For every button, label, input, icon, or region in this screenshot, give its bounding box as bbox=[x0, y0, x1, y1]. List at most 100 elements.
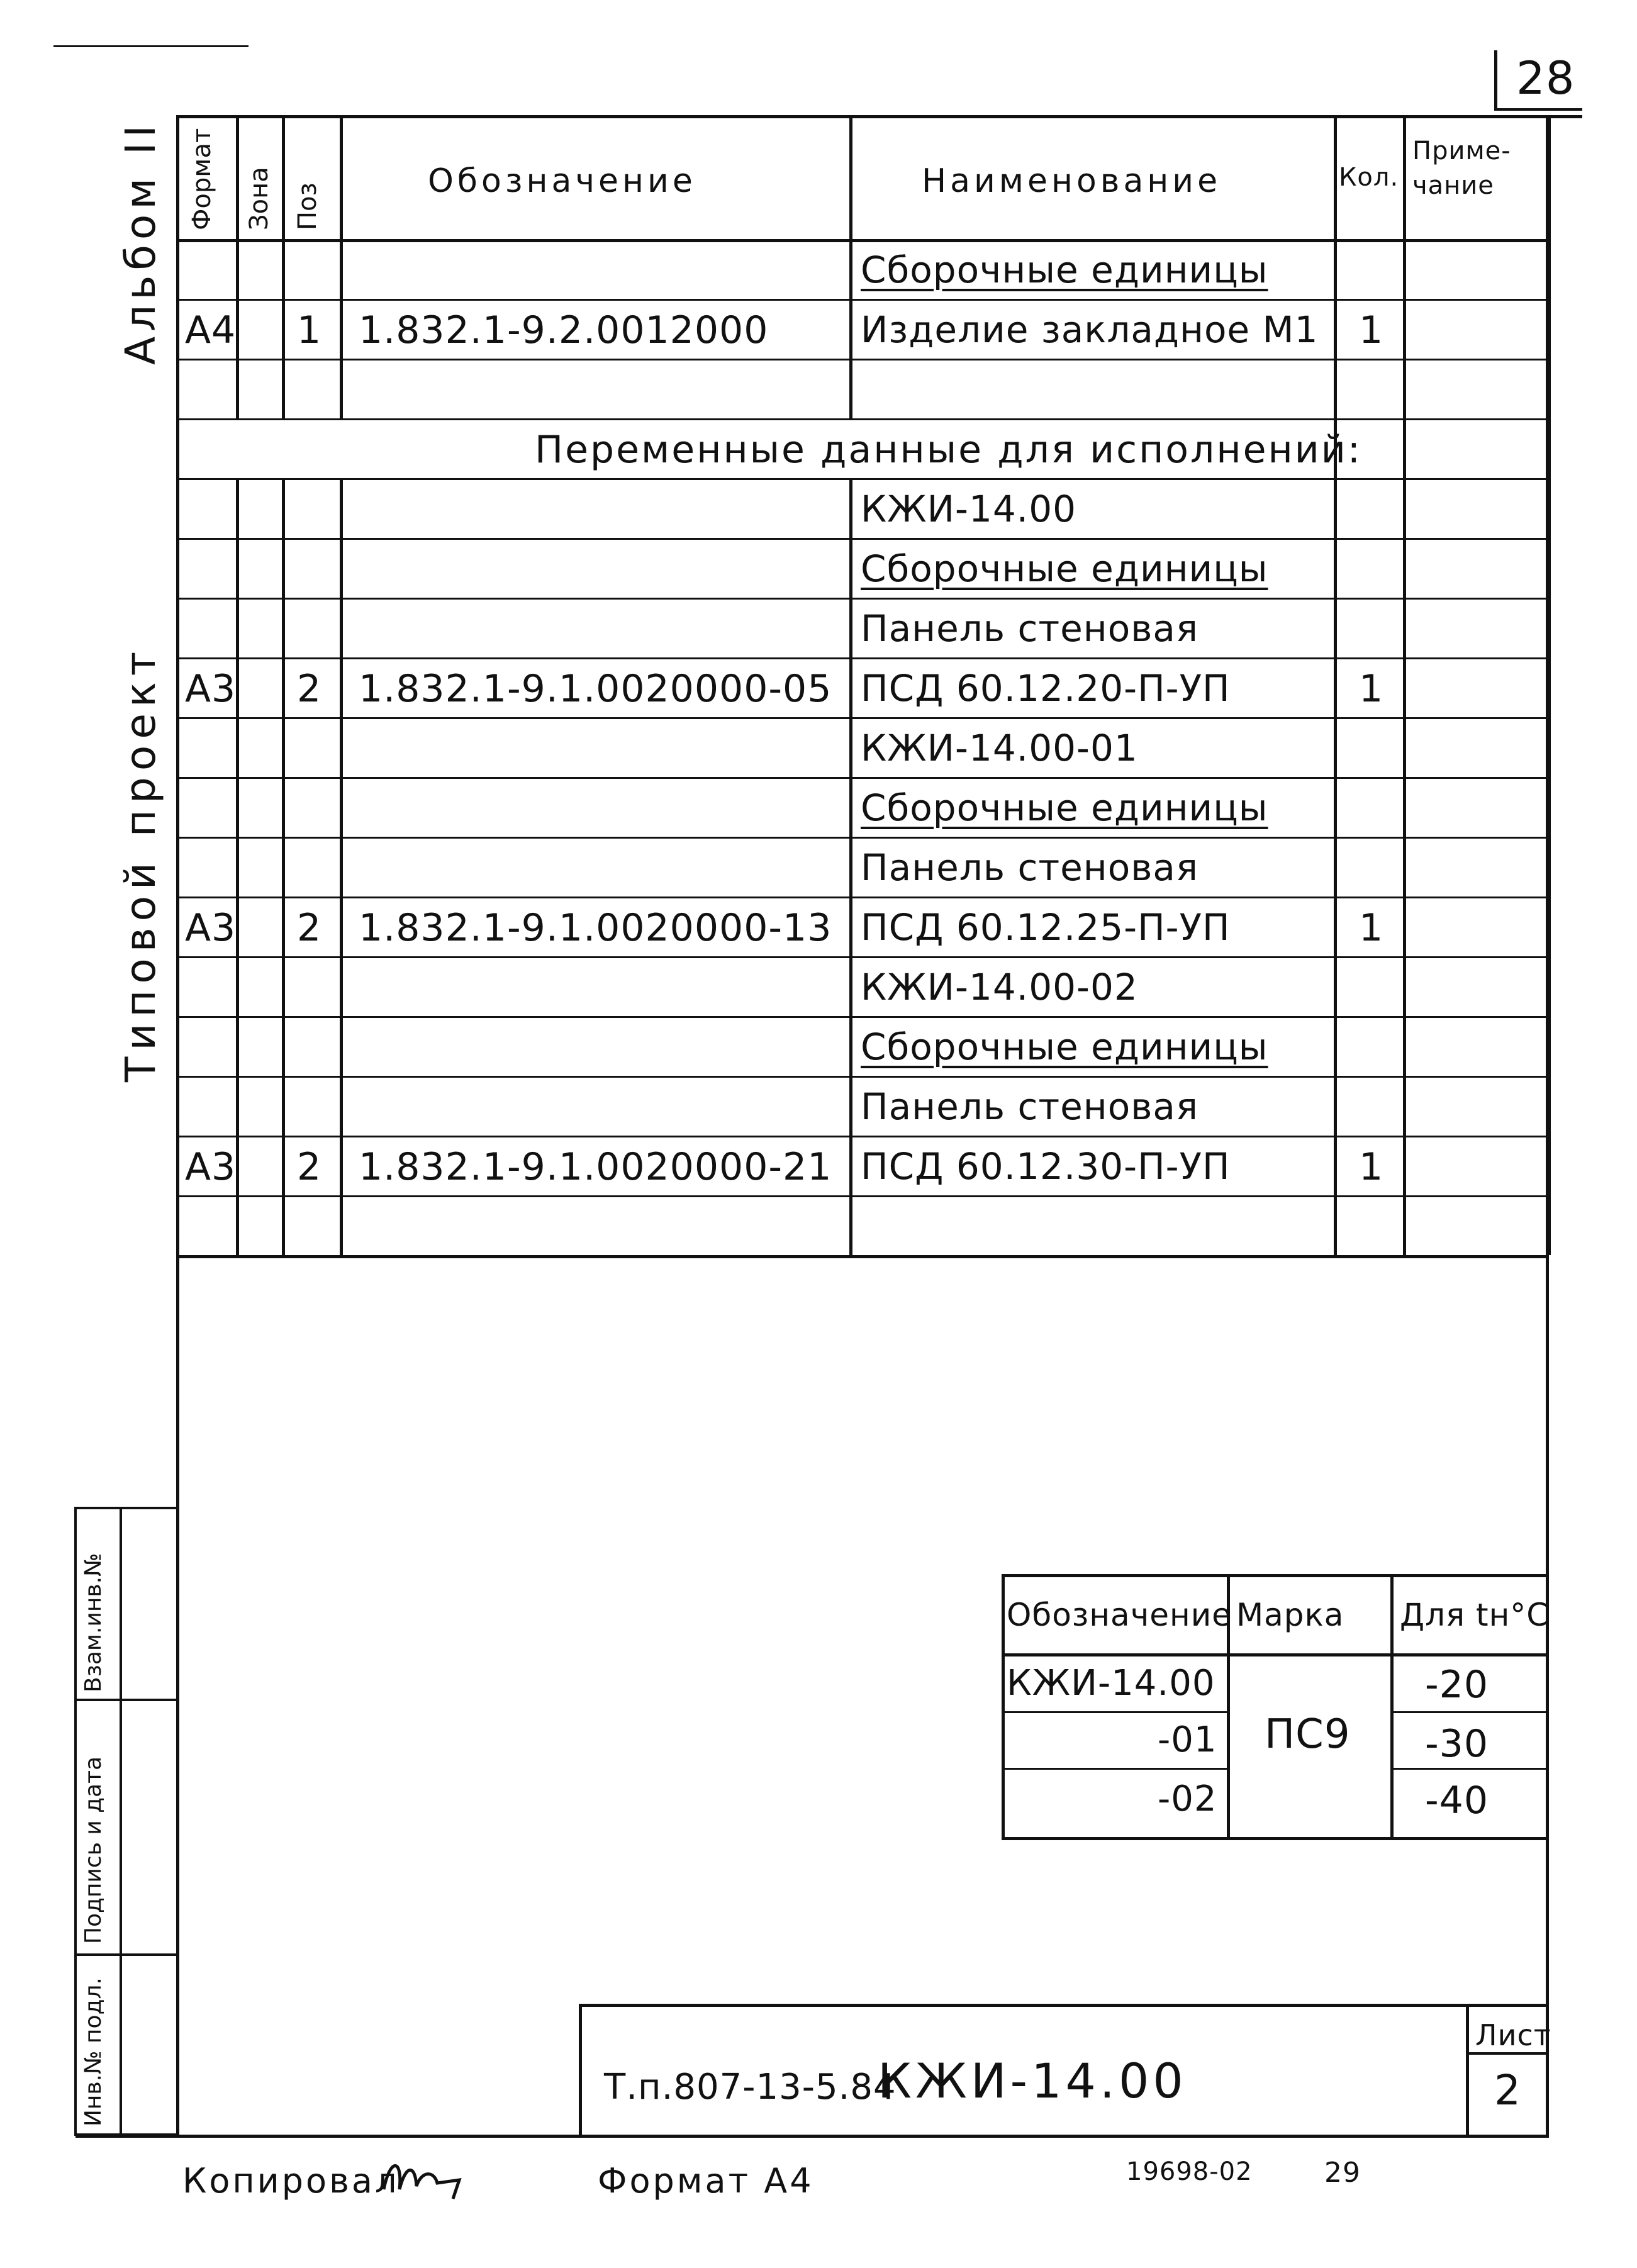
title-block-sheet-divider bbox=[1466, 2004, 1469, 2136]
variants-grid-line bbox=[1002, 1711, 1227, 1713]
row-line bbox=[176, 1016, 1548, 1018]
row-line bbox=[176, 1136, 1548, 1137]
cell-name: Сборочные единицы bbox=[861, 1025, 1268, 1068]
footer-page: 29 bbox=[1324, 2157, 1361, 2189]
title-block-sheet-row bbox=[1466, 2052, 1548, 2055]
copier-signature-icon bbox=[382, 2164, 462, 2199]
cell-pos: 2 bbox=[297, 667, 322, 711]
col-line bbox=[236, 478, 239, 1255]
col-line bbox=[1403, 116, 1406, 1255]
row-line bbox=[176, 299, 1548, 301]
row-line bbox=[176, 1076, 1548, 1078]
cell-qty: 1 bbox=[1359, 1145, 1384, 1189]
col-line bbox=[176, 116, 179, 1255]
variants-grid-line bbox=[1002, 1574, 1548, 1577]
variants-grid-line bbox=[1390, 1574, 1394, 1837]
variants-grid-line bbox=[1002, 1574, 1005, 1837]
row-line bbox=[176, 1255, 1548, 1258]
row-line bbox=[176, 478, 1548, 480]
cell-name: Изделие закладное М1 bbox=[861, 308, 1319, 351]
col-line bbox=[1334, 116, 1337, 1255]
col-header-pos: Поз bbox=[293, 182, 322, 230]
cell-name: КЖИ-14.00 bbox=[861, 488, 1077, 530]
cell-name: Сборочные единицы bbox=[861, 547, 1268, 590]
cell-designation: 1.832.1-9.2.0012000 bbox=[359, 308, 769, 352]
variants-grid-line bbox=[1002, 1837, 1548, 1840]
footer-order: 19698-02 bbox=[1126, 2157, 1253, 2186]
cell-pos: 2 bbox=[297, 906, 322, 950]
title-block-code: Т.п.807-13-5.84 bbox=[604, 2067, 897, 2108]
frame-right bbox=[1546, 116, 1549, 2136]
title-block-sheet-label: Лист bbox=[1475, 2018, 1551, 2052]
variants-grid-line bbox=[1390, 1711, 1548, 1713]
left-stamp-divider bbox=[120, 1507, 122, 2136]
cell-name: КЖИ-14.00-02 bbox=[861, 966, 1138, 1008]
col-header-note-1: Приме- bbox=[1412, 137, 1511, 165]
footer-format: Формат А4 bbox=[598, 2161, 814, 2201]
sheet-number-underline bbox=[1494, 108, 1582, 111]
cell-format: А4 bbox=[185, 308, 237, 352]
stamp-replaced-inv: Взам.инв.№ bbox=[81, 1553, 106, 1692]
title-block-top bbox=[579, 2004, 1549, 2007]
cell-name: ПСД 60.12.30-П-УП bbox=[861, 1145, 1231, 1188]
cell-name: Панель стеновая bbox=[861, 846, 1198, 889]
cell-pos: 1 bbox=[297, 308, 322, 352]
title-block-sheet-value: 2 bbox=[1494, 2066, 1521, 2114]
top-rule bbox=[53, 45, 249, 47]
left-stamp-row-1 bbox=[74, 1699, 179, 1701]
sheet-number-divider bbox=[1494, 50, 1497, 110]
variants-header-mark: Марка bbox=[1236, 1597, 1344, 1633]
side-label-project: Типовой проект bbox=[116, 645, 165, 1082]
cell-format: А3 bbox=[185, 667, 237, 711]
variable-data-heading: Переменные данные для исполнений: bbox=[535, 428, 1362, 472]
col-line bbox=[849, 478, 852, 1255]
col-line bbox=[340, 478, 343, 1255]
cell-name: ПСД 60.12.25-П-УП bbox=[861, 906, 1231, 949]
row-line bbox=[176, 657, 1548, 659]
cell-name: Панель стеновая bbox=[861, 607, 1198, 650]
row-line bbox=[176, 837, 1548, 839]
cell-name: КЖИ-14.00-01 bbox=[861, 727, 1138, 769]
row-line bbox=[176, 1195, 1548, 1197]
col-line bbox=[282, 478, 285, 1255]
col-line bbox=[236, 116, 239, 418]
cell-name: ПСД 60.12.20-П-УП bbox=[861, 667, 1231, 710]
variants-designation: КЖИ-14.00 bbox=[1007, 1663, 1215, 1704]
variants-header-temp: Для tн°С bbox=[1400, 1597, 1550, 1633]
col-header-format: Формат bbox=[187, 128, 216, 230]
variants-temp: -30 bbox=[1425, 1722, 1489, 1766]
left-stamp-row-2 bbox=[74, 1953, 179, 1956]
cell-pos: 2 bbox=[297, 1145, 322, 1189]
variants-designation: -02 bbox=[1158, 1779, 1217, 1819]
variants-grid-line bbox=[1002, 1768, 1227, 1770]
variants-temp: -20 bbox=[1425, 1663, 1489, 1707]
sheet-number-top: 28 bbox=[1516, 52, 1575, 104]
col-header-zone: Зона bbox=[245, 167, 274, 230]
title-block-doc: КЖИ-14.00 bbox=[878, 2053, 1187, 2109]
frame-bottom bbox=[75, 2135, 1549, 2138]
variants-designation: -01 bbox=[1158, 1719, 1217, 1760]
frame-top bbox=[176, 115, 1582, 118]
variants-mark: ПС9 bbox=[1265, 1711, 1351, 1758]
row-line bbox=[176, 897, 1548, 898]
col-line bbox=[340, 116, 343, 418]
left-stamp bbox=[74, 1507, 179, 2136]
row-line bbox=[176, 777, 1548, 779]
col-header-designation: Обозначение bbox=[428, 162, 696, 200]
header-bottom-line bbox=[176, 239, 1548, 242]
cell-name: Панель стеновая bbox=[861, 1085, 1198, 1128]
title-block-left bbox=[579, 2004, 582, 2136]
row-line bbox=[176, 538, 1548, 540]
cell-name: Сборочные единицы bbox=[861, 786, 1268, 829]
row-line bbox=[176, 418, 1548, 420]
variants-temp: -40 bbox=[1425, 1779, 1489, 1823]
row-line bbox=[176, 598, 1548, 600]
side-label-album: Альбом II bbox=[116, 120, 165, 365]
cell-designation: 1.832.1-9.1.0020000-05 bbox=[359, 667, 832, 711]
cell-name: Сборочные единицы bbox=[861, 249, 1268, 291]
col-line bbox=[1548, 116, 1551, 1255]
row-line bbox=[176, 717, 1548, 719]
cell-qty: 1 bbox=[1359, 308, 1384, 352]
col-line bbox=[282, 116, 285, 418]
variants-grid-line bbox=[1002, 1653, 1548, 1656]
